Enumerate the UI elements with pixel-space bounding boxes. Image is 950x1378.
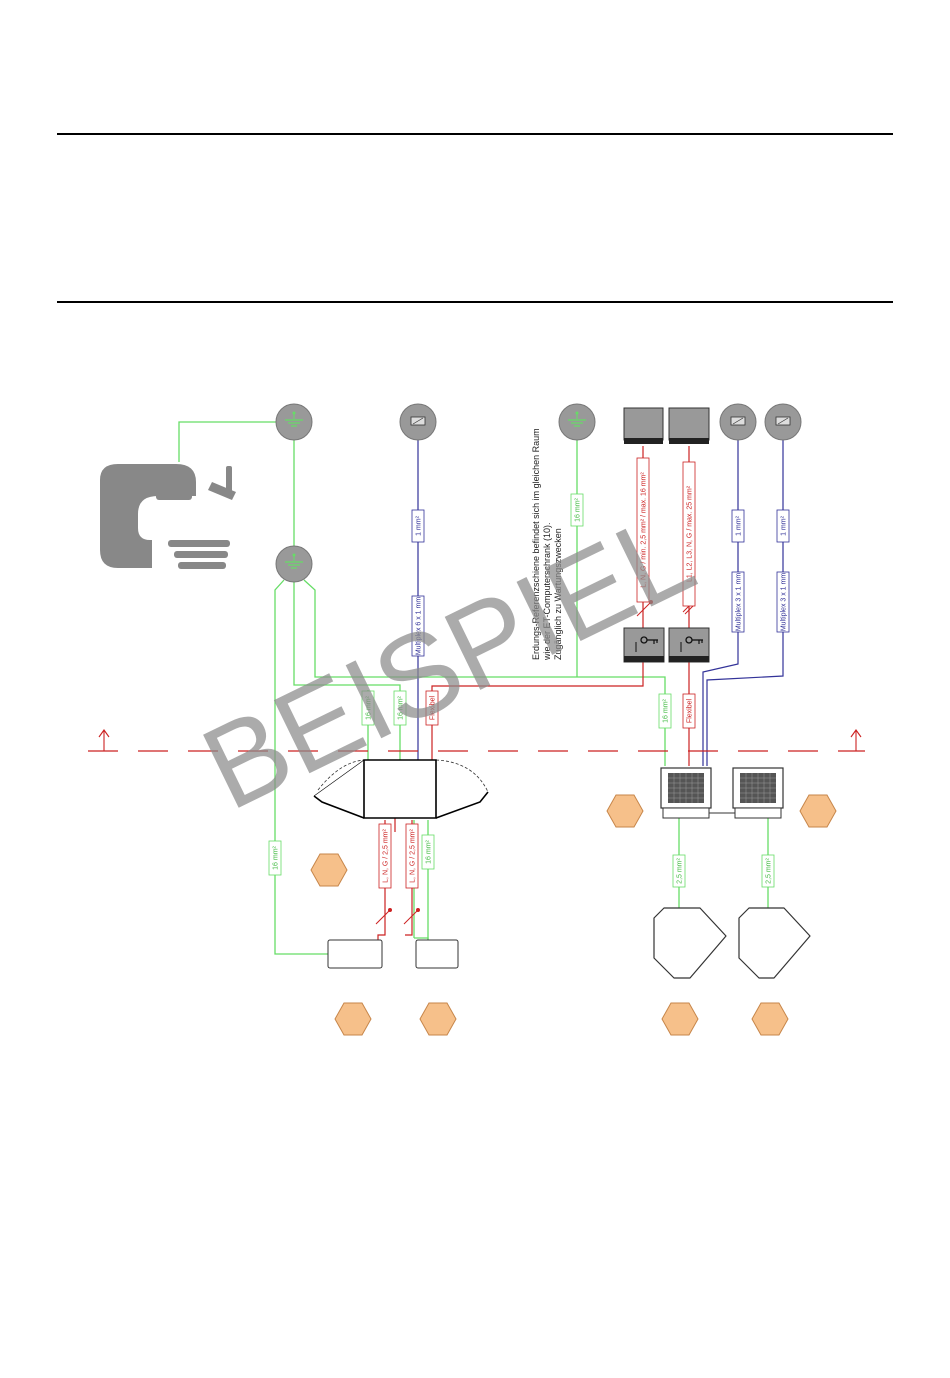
cable-label-text: 16 mm²	[663, 698, 670, 722]
workstation-shape	[738, 907, 811, 979]
cable-label: 16 mm²	[361, 690, 375, 726]
cable-label: 16 mm²	[393, 690, 407, 726]
cable-label-text: 1 mm²	[781, 515, 788, 536]
cable-label: Multiplex 6 x 1 mm	[411, 595, 425, 657]
patient-table	[313, 759, 489, 819]
workstation-shape	[653, 907, 727, 979]
cable-label-text: L, N, G / min. 2,5 mm² / max. 16 mm²	[641, 472, 648, 588]
cable-label-text: 2,5 mm²	[766, 857, 773, 883]
cable-label-text: L1, L2, L3, N, G / max. 25 mm²	[687, 485, 694, 582]
key-icon	[668, 627, 710, 663]
signal-icon	[764, 403, 802, 441]
cable-label-text: 16 mm²	[398, 695, 405, 719]
cable-label: L, N, G / 2,5 mm²	[405, 823, 419, 889]
arrow-up-icon	[850, 729, 862, 751]
arrow-up-icon	[98, 729, 110, 751]
supply-box	[623, 407, 664, 444]
cable-label-text: L, N, G / 2,5 mm²	[383, 828, 390, 882]
supply-box	[668, 407, 710, 444]
cable-label: 1 mm²	[411, 509, 425, 543]
ct-gantry-icon	[100, 464, 236, 569]
note-line-1: Erdungs-Referenzschiene befindet sich im…	[531, 428, 541, 660]
ground-icon	[275, 403, 313, 441]
cable-label: 16 mm²	[421, 834, 435, 870]
cable-label: L1, L2, L3, N, G / max. 25 mm²	[682, 461, 696, 607]
cable-label: 16 mm²	[268, 840, 282, 876]
cable-label: Flexibel	[425, 690, 439, 726]
cable-label-text: 16 mm²	[575, 497, 582, 521]
signal-icon	[399, 403, 437, 441]
console-unit	[709, 767, 784, 819]
cable-label-text: Flexibel	[687, 698, 694, 723]
hexagon-icon	[310, 853, 348, 887]
cable-label-text: 1 mm²	[416, 515, 423, 536]
cable-label-text: Multiplex 3 x 1 mm	[781, 573, 788, 632]
cable-label-text: 1 mm²	[736, 515, 743, 536]
hexagon-icon	[751, 1002, 789, 1036]
cable-label-text: Multiplex 6 x 1 mm	[416, 597, 423, 656]
hexagon-icon	[606, 794, 644, 828]
room-boundary	[88, 729, 865, 752]
outlet-box	[415, 939, 459, 969]
note-line-3: Zugänglich zu Wartungszwecken	[553, 528, 563, 660]
cable-label-text: 16 mm²	[273, 845, 280, 869]
cable-label-text: Multiplex 3 x 1 mm	[736, 573, 743, 632]
outlet-box	[327, 939, 383, 969]
cable-label-text: Flexibel	[430, 695, 437, 720]
hexagon-icon	[661, 1002, 699, 1036]
signal-icon	[719, 403, 757, 441]
cable-label: 2,5 mm²	[672, 854, 686, 888]
hexagon-icon	[419, 1002, 457, 1036]
note-line-2: wie der ET-Computerschrank (10).	[542, 522, 552, 661]
cable-label-text: 16 mm²	[426, 839, 433, 863]
cable-label: 2,5 mm²	[761, 854, 775, 888]
cable-label: 1 mm²	[731, 509, 745, 543]
cable-label-text: 2,5 mm²	[677, 857, 684, 883]
cable-label: 16 mm²	[570, 493, 584, 527]
cable-label: 1 mm²	[776, 509, 790, 543]
cable-label: L, N, G / 2,5 mm²	[378, 823, 392, 889]
cable-label: Flexibel	[682, 693, 696, 729]
cable-label-text: L, N, G / 2,5 mm²	[410, 828, 417, 882]
ground-icon	[558, 403, 596, 441]
cable-label: Multiplex 3 x 1 mm	[776, 571, 790, 633]
hexagon-icon	[334, 1002, 372, 1036]
grounding-note: Erdungs-Referenzschiene befindet sich im…	[531, 428, 563, 661]
cable-label: L, N, G / min. 2,5 mm² / max. 16 mm²	[636, 457, 650, 603]
console-unit	[660, 767, 712, 819]
cable-label-text: 16 mm²	[366, 695, 373, 719]
cable-label: 16 mm²	[658, 693, 672, 729]
cable-label: Multiplex 3 x 1 mm	[731, 571, 745, 633]
hexagon-icon	[799, 794, 837, 828]
ground-icon	[275, 545, 313, 583]
